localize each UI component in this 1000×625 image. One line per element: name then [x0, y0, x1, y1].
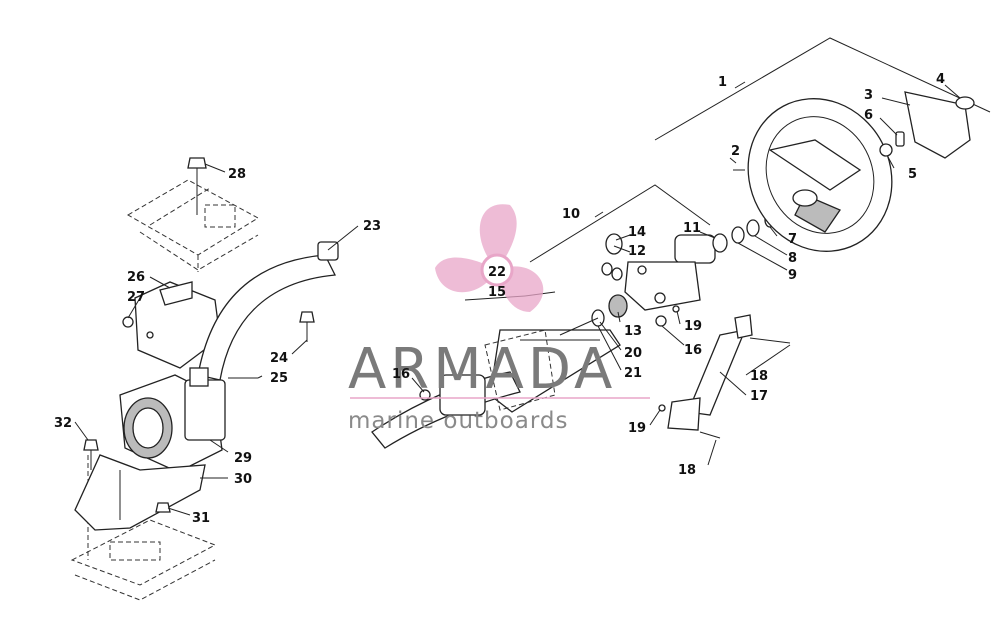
callout-10: 10: [562, 207, 580, 222]
callout-8: 8: [788, 251, 797, 266]
callout-31: 31: [192, 511, 210, 526]
callout-19a: 19: [684, 319, 702, 334]
callout-4: 4: [936, 72, 945, 87]
callout-18b: 18: [678, 463, 696, 478]
steering-column-upper: [464, 233, 716, 336]
callout-12: 12: [628, 244, 646, 259]
callout-15: 15: [488, 285, 506, 300]
column-pipe-23: [197, 241, 339, 381]
seat-frame-top: [127, 179, 259, 272]
callout-23: 23: [363, 219, 381, 234]
callout-17: 17: [750, 389, 768, 404]
callout-16a: 16: [684, 343, 702, 358]
steering-motor-29: [119, 367, 226, 473]
callout-16b: 16: [392, 367, 410, 382]
callout-2: 2: [731, 144, 740, 159]
fasteners-left: [83, 157, 315, 513]
brand-tagline: marine outboards: [348, 408, 568, 434]
brand-watermark: ARMADA marine outboards: [348, 337, 650, 434]
callout-24: 24: [270, 351, 288, 366]
callout-labels: 1 2 3 4 5 6 7 8 9 10 11 12 13 14 15 16 1…: [54, 72, 945, 526]
callout-20: 20: [624, 346, 642, 361]
callout-6: 6: [864, 108, 873, 123]
callout-13: 13: [624, 324, 642, 339]
mount-bracket-30: [74, 454, 206, 531]
leader-lines: [74, 84, 961, 516]
callout-9: 9: [788, 268, 797, 283]
callout-28: 28: [228, 167, 246, 182]
callout-22: 22: [488, 265, 506, 280]
propeller-logo: [435, 204, 544, 312]
callout-32: 32: [54, 416, 72, 431]
callout-30: 30: [234, 472, 252, 487]
callout-26: 26: [127, 270, 145, 285]
callout-18a: 18: [750, 369, 768, 384]
damper-17: [658, 314, 791, 439]
assembly-brackets: [529, 37, 991, 263]
callout-7: 7: [788, 232, 797, 247]
bracket-26: [134, 281, 221, 369]
callout-21: 21: [624, 366, 642, 381]
callout-3: 3: [864, 88, 873, 103]
hub-cover: [733, 91, 975, 171]
callout-27: 27: [127, 290, 145, 305]
callout-14: 14: [628, 225, 646, 240]
brand-name: ARMADA: [348, 337, 616, 402]
steering-column-lower: [371, 329, 621, 449]
callout-5: 5: [908, 167, 917, 182]
callout-1: 1: [718, 75, 727, 90]
callout-11: 11: [683, 221, 701, 236]
callout-29: 29: [234, 451, 252, 466]
callout-19b: 19: [628, 421, 646, 436]
steering-wheel-1: [747, 98, 893, 252]
callout-25: 25: [270, 371, 288, 386]
